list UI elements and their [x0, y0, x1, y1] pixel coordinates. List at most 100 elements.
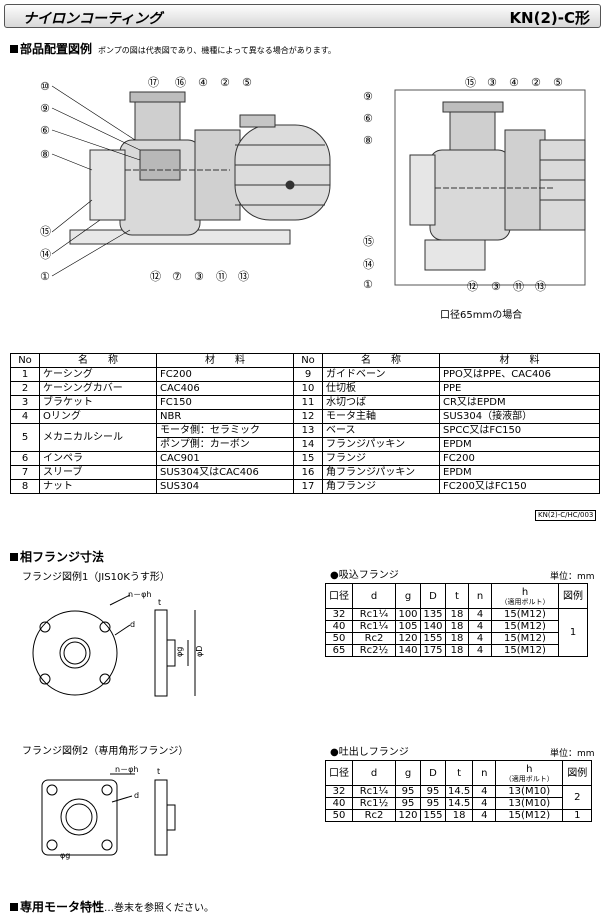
- svg-text:⑬: ⑬: [238, 270, 249, 283]
- svg-text:③: ③: [487, 76, 497, 89]
- table-cell: 155: [420, 632, 446, 645]
- section-bullet: [10, 903, 18, 911]
- table-cell: モータ主軸: [322, 409, 440, 424]
- table-cell: 4: [468, 632, 492, 645]
- table-cell: Rc2½: [352, 644, 396, 657]
- table-cell: 140: [420, 620, 446, 633]
- table-cell: 15: [293, 451, 323, 466]
- parts-table-header: No 名 称 材 料 No 名 称 材 料: [10, 353, 600, 368]
- table-cell: 18: [445, 608, 469, 621]
- suction-unit: 単位：mm: [550, 572, 595, 582]
- label-n-phi-h: n－φh: [128, 590, 151, 599]
- table-cell: 16: [293, 465, 323, 480]
- table-cell: 95: [395, 785, 421, 798]
- d-th-1: d: [352, 760, 396, 786]
- model-name: KN(2)-C形: [509, 9, 590, 27]
- th-material-2: 材 料: [439, 353, 600, 368]
- table-cell: 18: [445, 644, 469, 657]
- table-cell: EPDM: [439, 437, 600, 452]
- table-cell: Rc2: [352, 809, 396, 822]
- table-cell: スリーブ: [39, 465, 157, 480]
- fig-cell: 1: [562, 809, 593, 822]
- table-cell: 100: [395, 608, 421, 621]
- svg-text:⑯: ⑯: [175, 76, 186, 89]
- table-cell: ブラケット: [39, 395, 157, 410]
- label-phi-g-2: φg: [60, 851, 70, 860]
- svg-text:⑨: ⑨: [363, 90, 373, 103]
- table-cell: ガイドベーン: [322, 367, 440, 382]
- svg-text:⑮: ⑮: [363, 235, 374, 248]
- flange-fig2-caption: フランジ図例2（専用角形フランジ）: [22, 746, 189, 757]
- table-cell: メカニカルシール: [39, 423, 157, 452]
- table-cell: 50: [325, 632, 353, 645]
- table-cell: 65: [325, 644, 353, 657]
- table-cell: 50: [325, 809, 353, 822]
- svg-text:③: ③: [491, 280, 501, 293]
- svg-text:④: ④: [509, 76, 519, 89]
- svg-text:⑪: ⑪: [216, 270, 227, 283]
- table-cell: 95: [420, 797, 446, 810]
- table-cell: SUS304: [156, 479, 294, 494]
- svg-text:③: ③: [194, 270, 204, 283]
- table-cell: 135: [420, 608, 446, 621]
- table-cell: NBR: [156, 409, 294, 424]
- table-cell: 4: [472, 809, 497, 822]
- svg-text:①: ①: [40, 270, 50, 283]
- svg-text:⑮: ⑮: [40, 225, 51, 238]
- table-cell: 9: [293, 367, 323, 382]
- label-t: t: [158, 598, 161, 607]
- svg-text:⑧: ⑧: [363, 134, 373, 147]
- caption-65mm: 口径65mmの場合: [440, 310, 523, 321]
- th-name: 名 称: [39, 353, 157, 368]
- svg-text:⑩: ⑩: [40, 80, 50, 93]
- table-cell: 5: [10, 423, 40, 452]
- table-cell: 105: [395, 620, 421, 633]
- table-cell: CR又はEPDM: [439, 395, 600, 410]
- table-cell: 6: [10, 451, 40, 466]
- table-cell: 2: [10, 381, 40, 396]
- flange-drawing-2: n－φh d t φg: [41, 765, 176, 860]
- d-th-3: D: [420, 760, 446, 786]
- svg-text:④: ④: [198, 76, 208, 89]
- table-cell: 120: [395, 632, 421, 645]
- table-cell: フランジ: [322, 451, 440, 466]
- svg-text:⑨: ⑨: [40, 102, 50, 115]
- th-material: 材 料: [156, 353, 294, 368]
- svg-text:⑰: ⑰: [148, 76, 159, 89]
- svg-text:⑭: ⑭: [363, 258, 374, 271]
- table-cell: 4: [472, 797, 497, 810]
- svg-text:⑧: ⑧: [40, 148, 50, 161]
- section-bullet: [10, 553, 18, 561]
- flange-fig1-caption: フランジ図例1（JIS10Kうす形）: [22, 572, 170, 583]
- table-cell: 15(M12): [491, 620, 559, 633]
- table-cell: PPE: [439, 381, 600, 396]
- discharge-title: ●吐出しフランジ: [330, 747, 409, 758]
- table-cell: FC200: [156, 367, 294, 382]
- layout-section-title: 部品配置図例ポンプの図は代表図であり、機種によって異なる場合があります。: [10, 40, 336, 57]
- svg-text:⑦: ⑦: [172, 270, 182, 283]
- table-cell: Rc1¼: [352, 785, 396, 798]
- table-cell: 角フランジパッキン: [322, 465, 440, 480]
- suction-title: ●吸込フランジ: [330, 570, 399, 581]
- table-code: KN(2)-C/HC/003: [535, 510, 597, 521]
- label-phi-D: φD: [195, 646, 204, 657]
- table-cell: SPCC又はFC150: [439, 423, 600, 438]
- table-cell: SUS304（接液部）: [439, 409, 600, 424]
- s-th-7: 図例: [558, 583, 588, 609]
- table-cell: 18: [445, 632, 469, 645]
- table-cell: Rc2: [352, 632, 396, 645]
- table-cell: 13: [293, 423, 323, 438]
- d-th-5: n: [472, 760, 497, 786]
- table-cell: 15(M12): [491, 644, 559, 657]
- table-cell: 7: [10, 465, 40, 480]
